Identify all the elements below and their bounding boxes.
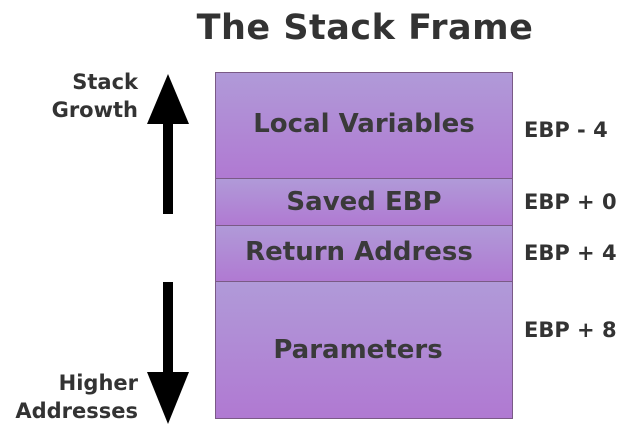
stack-growth-line2: Growth <box>51 98 138 122</box>
segment-label: Parameters <box>273 335 443 365</box>
stack-growth-line1: Stack <box>72 70 138 94</box>
segment-label: Saved EBP <box>286 186 442 217</box>
up-arrow-icon <box>147 74 189 214</box>
stack-frame: Local Variables Saved EBP Return Address… <box>215 72 513 419</box>
segment-label: Return Address <box>245 237 473 267</box>
stack-growth-label: Stack Growth <box>52 68 138 124</box>
offset-local-variables: EBP - 4 <box>524 118 608 142</box>
offset-parameters: EBP + 8 <box>524 318 617 342</box>
higher-addresses-line1: Higher <box>58 371 138 395</box>
down-arrow-icon <box>147 282 189 424</box>
diagram-title: The Stack Frame <box>196 8 534 48</box>
segment-saved-ebp: Saved EBP <box>215 178 513 227</box>
segment-local-variables: Local Variables <box>215 72 513 180</box>
higher-addresses-line2: Addresses <box>15 399 138 423</box>
offset-saved-ebp: EBP + 0 <box>524 190 617 214</box>
offset-return-address: EBP + 4 <box>524 241 617 265</box>
segment-return-address: Return Address <box>215 225 513 283</box>
higher-addresses-label: Higher Addresses <box>15 369 138 425</box>
segment-parameters: Parameters <box>215 281 513 419</box>
segment-label: Local Variables <box>253 109 475 139</box>
